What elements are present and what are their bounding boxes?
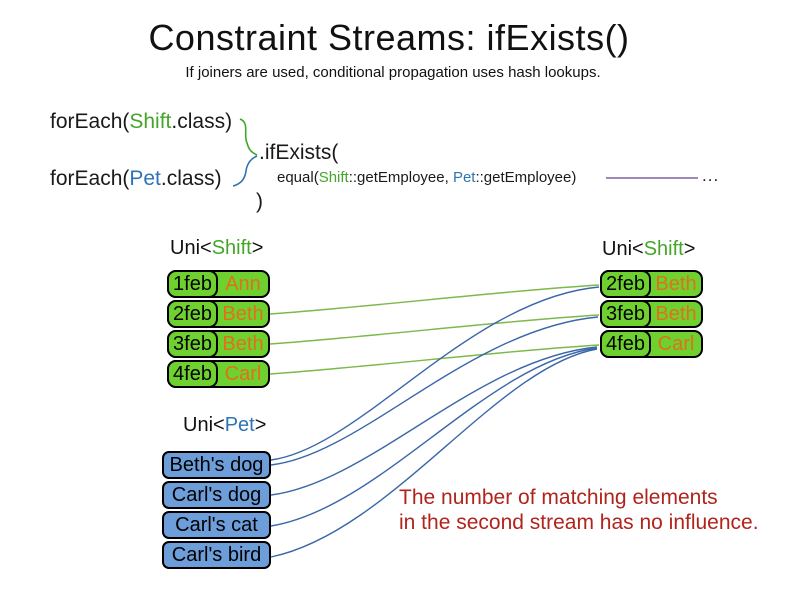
name-cell: Ann — [225, 272, 261, 295]
name-cell: Beth — [222, 302, 264, 325]
label-text: Uni< — [602, 238, 644, 260]
date-cell: 4feb — [167, 360, 218, 388]
class-name-shift: Shift — [643, 238, 684, 260]
class-name-shift: Shift — [318, 169, 349, 186]
table-row: 4feb Carl — [600, 330, 703, 358]
label-text: > — [683, 238, 696, 260]
code-ifexists: .ifExists( — [259, 141, 339, 164]
note-line-2: in the second stream has no influence. — [399, 511, 759, 534]
name-cell: Beth — [222, 332, 264, 355]
pet-row: Beth's dog — [162, 451, 271, 479]
pet-table: Beth's dog Carl's dog Carl's cat Carl's … — [162, 451, 271, 569]
note-text: The number of matching elements in the s… — [399, 485, 759, 535]
name-cell: Beth — [655, 272, 697, 295]
label-text: > — [254, 414, 267, 436]
pet-row: Carl's cat — [162, 511, 271, 539]
code-foreach-pet: forEach(Pet.class) — [50, 167, 222, 191]
code-text: .class) — [160, 167, 222, 190]
date-cell: 2feb — [600, 270, 651, 298]
page-subtitle: If joiners are used, conditional propaga… — [185, 64, 601, 81]
connector-line-green-2feb — [269, 284, 600, 315]
name-cell: Beth — [655, 302, 697, 325]
code-text: ::getEmployee, — [348, 169, 453, 186]
code-equal-joiner: equal(Shift::getEmployee, Pet::getEmploy… — [277, 169, 576, 186]
code-text: forEach( — [50, 167, 130, 190]
pet-row: Carl's bird — [162, 541, 271, 569]
class-name-pet: Pet — [129, 167, 161, 190]
name-cell: Carl — [224, 362, 262, 385]
code-text: .class) — [171, 110, 233, 133]
date-cell: 4feb — [600, 330, 651, 358]
date-cell: 3feb — [167, 330, 218, 358]
label-text: > — [251, 237, 264, 259]
date-cell: 2feb — [167, 300, 218, 328]
brace-top-path — [239, 118, 258, 156]
connector-line-carls-dog-4feb — [270, 346, 598, 496]
note-line-1: The number of matching elements — [399, 486, 718, 509]
right-shift-table-label: Uni<Shift> — [602, 238, 695, 261]
code-foreach-shift: forEach(Shift.class) — [50, 110, 232, 134]
label-text: Uni< — [183, 414, 225, 436]
table-row: 4feb Carl — [167, 360, 270, 388]
label-text: Uni< — [170, 237, 212, 259]
class-name-pet: Pet — [452, 169, 476, 186]
left-shift-table-label: Uni<Shift> — [170, 237, 263, 260]
code-text: ::getEmployee) — [475, 169, 577, 186]
pet-row: Carl's dog — [162, 481, 271, 509]
code-text: equal( — [277, 169, 319, 186]
connector-line-beths-dog-3feb — [270, 316, 599, 466]
date-cell: 3feb — [600, 300, 651, 328]
connector-line-green-3feb — [269, 314, 600, 345]
connector-line-green-4feb — [269, 344, 600, 375]
page-title: Constraint Streams: ifExists() — [148, 17, 630, 58]
date-cell: 1feb — [167, 270, 218, 298]
name-cell: Carl — [657, 332, 695, 355]
table-row: 1feb Ann — [167, 270, 270, 298]
class-name-pet: Pet — [224, 414, 255, 436]
class-name-shift: Shift — [129, 110, 172, 133]
class-name-shift: Shift — [211, 237, 252, 259]
code-close-paren: ) — [256, 190, 263, 213]
connector-line-beths-dog-2feb — [270, 286, 600, 461]
code-text: forEach( — [50, 110, 130, 133]
pet-table-label: Uni<Pet> — [183, 414, 266, 437]
brace-bottom-path — [232, 155, 258, 187]
ellipsis-text: ... — [702, 166, 720, 185]
